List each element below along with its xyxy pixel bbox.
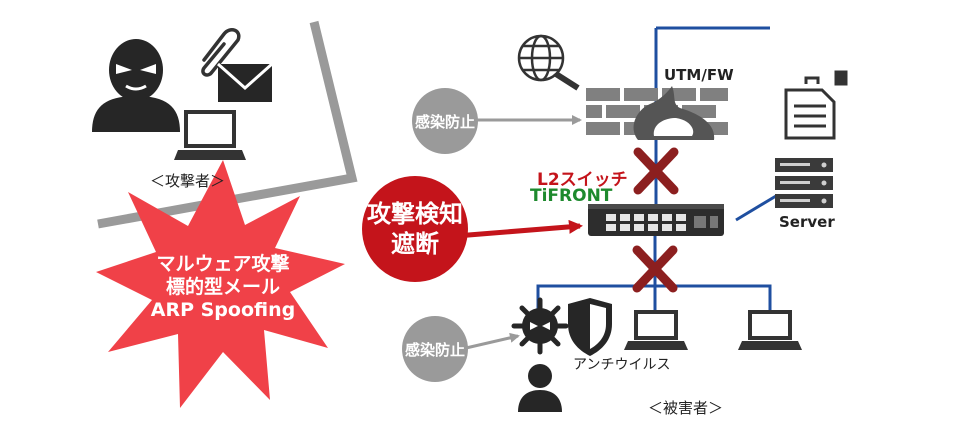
antivirus-label: アンチウイルス	[573, 357, 671, 373]
attack-burst-text: マルウェア攻撃 標的型メール ARP Spoofing	[118, 253, 328, 323]
prevention-bubble-bottom: 感染防止	[402, 316, 468, 382]
prevention-text-bottom: 感染防止	[404, 340, 465, 359]
attacker-laptop-icon	[174, 110, 246, 160]
detect-block-bubble: 攻撃検知 遮断	[362, 176, 468, 282]
block-mark-upper	[633, 147, 679, 195]
internet-globe-icon	[517, 34, 580, 91]
block-text: 遮断	[391, 230, 439, 258]
victim-laptop-icon	[624, 310, 688, 350]
l2-switch-device	[588, 204, 724, 236]
victim-user-icon	[518, 364, 562, 412]
detect-text: 攻撃検知	[367, 200, 463, 228]
burst-line-targeted-mail: 標的型メール	[165, 276, 280, 299]
block-mark-lower	[632, 245, 678, 293]
prevention-arrow-bottom	[465, 332, 520, 350]
server-label: Server	[779, 213, 835, 231]
shield-icon	[568, 298, 612, 356]
paperclip-icon	[201, 28, 241, 77]
attacker-label: ＜攻撃者＞	[150, 172, 226, 190]
prevention-text-top: 感染防止	[414, 112, 475, 131]
malware-icon	[511, 297, 569, 355]
prevention-bubble-top: 感染防止	[412, 88, 478, 154]
victim-laptop-icon	[738, 310, 802, 350]
attacker-zone-border	[97, 20, 358, 229]
victim-label: ＜被害者＞	[648, 399, 724, 417]
switch-label-product: TiFRONT	[530, 186, 613, 206]
server-icon	[775, 158, 833, 208]
burst-line-malware: マルウェア攻撃	[156, 253, 290, 275]
email-icon	[217, 62, 273, 102]
utm-fw-label: UTM/FW	[664, 66, 734, 84]
detect-arrow	[455, 219, 583, 239]
attack-burst	[96, 160, 345, 408]
document-icon	[784, 70, 848, 140]
attacker-icon	[92, 39, 180, 132]
burst-line-arp-spoofing: ARP Spoofing	[150, 299, 296, 322]
flame-icon	[633, 86, 715, 140]
switch-label-type: L2スイッチ	[537, 170, 628, 190]
